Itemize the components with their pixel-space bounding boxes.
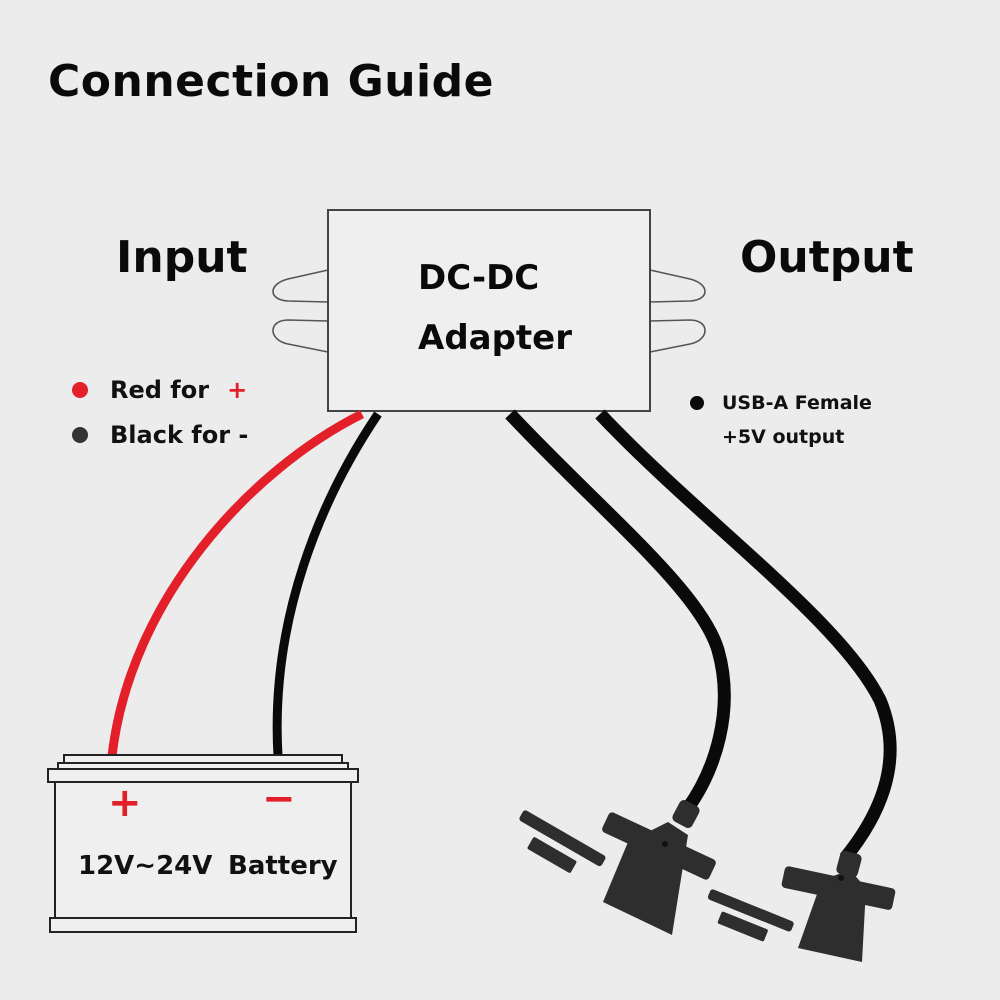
battery-case — [54, 781, 352, 920]
red-dot-icon — [72, 382, 88, 398]
usb-output-voltage: +5V output — [722, 426, 845, 448]
legend-black-text: Black for - — [110, 421, 249, 449]
battery-voltage: 12V~24V — [78, 851, 213, 881]
adapter-body — [327, 209, 651, 412]
output-label: Output — [740, 232, 914, 283]
input-label: Input — [116, 232, 248, 283]
adapter-mounting-tab-left — [272, 269, 329, 353]
battery-negative-terminal: − — [262, 776, 296, 822]
legend-red-text: Red for — [110, 376, 210, 404]
page-title: Connection Guide — [48, 56, 494, 107]
usb-connector-type: USB-A Female — [722, 392, 872, 414]
battery — [47, 754, 359, 933]
usb-a-female-connector-1 — [519, 800, 716, 935]
battery-top-cap — [63, 754, 343, 764]
plus-sign: + — [227, 376, 248, 404]
battery-label: Battery — [228, 851, 338, 881]
adapter-mounting-tab-right — [649, 269, 706, 353]
legend-item-red: Red for + — [72, 376, 247, 404]
output-cable-1 — [505, 409, 731, 812]
battery-lid — [47, 768, 359, 783]
battery-positive-terminal: + — [108, 780, 142, 826]
output-legend: USB-A Female — [690, 392, 872, 414]
positive-wire — [107, 409, 365, 757]
black-dot-icon — [690, 396, 704, 410]
battery-base — [49, 917, 357, 933]
adapter-subtitle: Adapter — [418, 318, 573, 358]
legend-item-black: Black for - — [72, 421, 248, 449]
black-dot-icon — [72, 427, 88, 443]
usb-a-female-connector-2 — [707, 850, 896, 962]
adapter-title: DC-DC — [418, 258, 540, 298]
output-cable-2 — [595, 409, 897, 863]
negative-wire — [272, 411, 382, 757]
